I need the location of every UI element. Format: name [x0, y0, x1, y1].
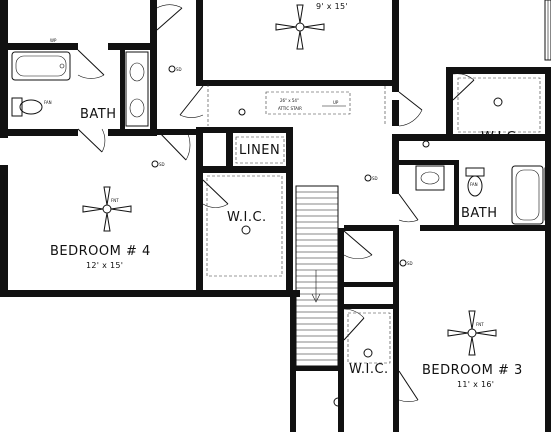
wic-mid-shelf — [347, 312, 391, 364]
smoke-detector-hall: SD — [364, 174, 378, 182]
bath-left-name: BATH — [80, 107, 117, 122]
wic-ur-shelf — [457, 77, 541, 133]
ceiling-fan-top — [275, 4, 325, 50]
fan-light-label-2: FNT — [476, 322, 484, 327]
wall-bath-right-top — [392, 134, 551, 141]
bedroom3-size: 11' x 16' — [457, 380, 494, 389]
wic-left-name: W.I.C. — [227, 210, 267, 225]
smoke-detector-bath-left: SD — [168, 65, 182, 73]
svg-text:SD: SD — [159, 162, 165, 167]
wall-bath-right-bottom-2 — [420, 225, 551, 231]
fan-label-right: FAN — [470, 182, 478, 187]
bedroom4-size: 12' x 15' — [86, 261, 123, 270]
bath-right-name: BATH — [461, 206, 498, 221]
light-wic-ur — [493, 97, 503, 107]
wall-wic-mid-top — [338, 282, 398, 287]
wall-left-upper — [0, 0, 8, 138]
attic-stair-up: UP — [333, 100, 339, 105]
wic-upper-right-name: W.I.C. — [481, 130, 521, 145]
vanity-left — [125, 51, 149, 127]
light-wic-mid — [363, 348, 373, 358]
smoke-detector-bed3: SD — [399, 259, 413, 267]
toilet-right — [465, 167, 485, 197]
svg-text:SD: SD — [176, 67, 182, 72]
wall-wic-mid-top-2 — [338, 304, 398, 309]
wall-bed3-left — [393, 228, 399, 432]
wall-bath-top — [0, 43, 78, 50]
toilet-left — [11, 97, 43, 117]
smoke-detector-bed4: SD — [151, 160, 165, 168]
window-left — [0, 174, 8, 216]
svg-text:SD: SD — [407, 261, 413, 266]
wall-wic-right — [286, 133, 293, 295]
linen-shelf — [235, 136, 285, 164]
main-stairs — [295, 185, 339, 367]
wall-top-room-bottom — [203, 80, 393, 86]
wall-stair-bottom-left — [290, 297, 296, 432]
wall-top-room-left — [196, 0, 203, 86]
fan-light-label: FNT — [111, 198, 119, 203]
wall-bath-right — [150, 0, 157, 136]
wall-bath-top-2 — [108, 43, 156, 50]
hall-dash — [207, 84, 386, 126]
wall-bath-right-left — [392, 134, 399, 194]
wall-wic-ur-left — [446, 67, 453, 141]
wall-stub-bed4 — [155, 129, 196, 135]
window-right-top — [544, 0, 551, 61]
bedroom3-name: BEDROOM # 3 — [422, 363, 523, 378]
wall-wic-left-outer — [196, 127, 203, 295]
window-right-bath — [544, 167, 551, 221]
doors — [77, 4, 475, 402]
wic-left-shelf — [206, 175, 283, 277]
wall-linen-left — [226, 133, 233, 173]
wall-bath-divider — [120, 43, 125, 136]
vanity-right — [415, 165, 445, 191]
wall-stair-landing — [296, 366, 344, 371]
wall-right-exterior — [545, 74, 551, 432]
bedroom4-name: BEDROOM # 4 — [50, 244, 151, 259]
ceiling-fan-bed4: FNT — [82, 186, 132, 232]
wall-linen-bottom — [203, 166, 293, 173]
wall-left-mid — [0, 165, 8, 295]
wall-stair-right — [338, 228, 344, 432]
light-hall — [238, 108, 246, 116]
light-wic-left — [241, 225, 251, 235]
attic-stair-label: ATTIC STAIR — [278, 106, 302, 111]
light-bath-right — [422, 140, 430, 148]
tub-right — [511, 165, 544, 225]
wic-lower-mid-name: W.I.C. — [349, 362, 389, 377]
wall-linen-top — [203, 127, 293, 133]
linen-name: LINEN — [239, 143, 280, 158]
wall-bath-bottom-2 — [108, 129, 156, 136]
attic-stair: 26" x 54" ATTIC STAIR UP — [265, 91, 351, 115]
attic-stair-size: 26" x 54" — [280, 98, 299, 103]
tub-left — [11, 51, 71, 81]
ceiling-fan-bed3: FNT — [447, 310, 497, 356]
wall-stub-hall — [392, 100, 399, 126]
wall-bath-right-bottom — [344, 225, 399, 231]
wall-wic-ur-top — [446, 67, 551, 74]
light-stair — [333, 397, 343, 407]
fan-label-left: FAN — [44, 100, 52, 105]
wall-bath-bottom — [0, 129, 78, 136]
wall-bottom-left — [0, 290, 300, 297]
svg-text:SD: SD — [372, 176, 378, 181]
wall-top-room-right — [392, 0, 399, 92]
wall-bath-right-mid — [399, 160, 454, 165]
wp-label: WP — [50, 38, 57, 43]
top-room-size: 9' x 15' — [316, 2, 348, 11]
wall-bath-right-sep — [454, 160, 459, 228]
